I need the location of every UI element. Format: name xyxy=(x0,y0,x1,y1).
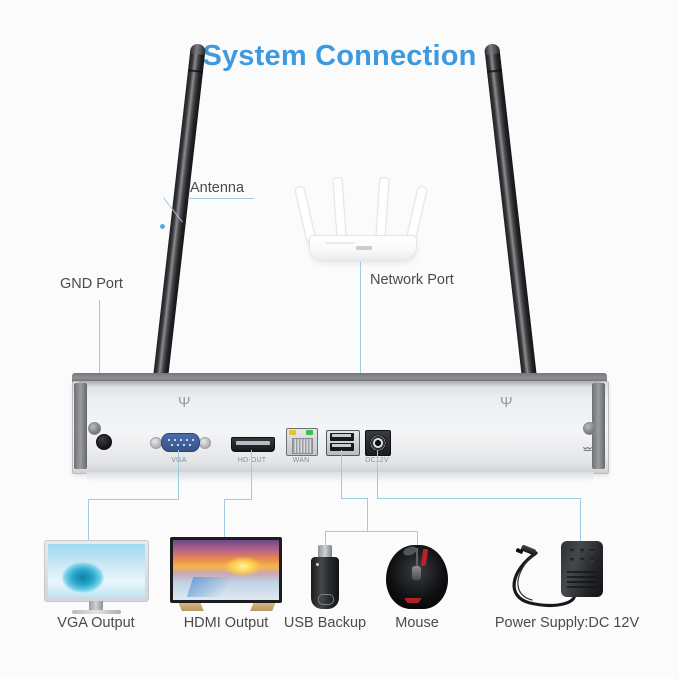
usb-drive-ring xyxy=(318,594,334,605)
usb-drive-connector xyxy=(318,545,332,558)
tv-wallpaper xyxy=(173,540,279,600)
monitor-stand-base xyxy=(72,610,121,614)
hdmi-port[interactable] xyxy=(231,437,275,452)
tv-leg-right xyxy=(250,602,276,611)
wan-port-label: WAN xyxy=(292,457,310,464)
monitor-stand-neck xyxy=(89,601,103,612)
dc-route-down xyxy=(580,498,582,542)
gnd-port-label: GND Port xyxy=(60,276,123,292)
nvr-top-panel xyxy=(72,373,607,384)
usb-route-up xyxy=(341,450,343,499)
dc-route-across xyxy=(377,498,581,500)
router-antenna-2 xyxy=(332,176,347,244)
usb-drive-led xyxy=(316,563,319,566)
mouse-scroll-wheel xyxy=(412,566,421,580)
antenna-anchor-dot xyxy=(160,224,165,229)
nvr-side-bracket-right xyxy=(592,383,605,469)
hdmi-tv xyxy=(170,537,282,603)
mouse-label: Mouse xyxy=(395,615,439,631)
antenna-symbol-left: Ψ xyxy=(178,394,191,411)
vga-output-label: VGA Output xyxy=(57,615,135,631)
adapter-cable xyxy=(512,551,576,607)
router-logo xyxy=(356,246,372,250)
antenna-label: Antenna xyxy=(190,180,245,196)
hdmi-route-up xyxy=(251,450,253,500)
hdmi-output-label: HDMI Output xyxy=(183,615,269,631)
usb-route-across xyxy=(341,498,368,500)
antenna-right xyxy=(483,43,538,388)
tv-leg-left xyxy=(178,602,204,611)
router-vent xyxy=(326,242,354,244)
vga-route-across xyxy=(88,499,179,501)
usb-branch-to-stick xyxy=(325,531,327,546)
router-antenna-3 xyxy=(375,176,390,244)
usb-branch-to-mouse xyxy=(417,531,419,546)
wan-contacts xyxy=(292,438,313,454)
usb-ports[interactable] xyxy=(326,430,360,456)
usb-route-down xyxy=(367,498,369,532)
earth-ground-symbol: ⏕ xyxy=(583,440,593,456)
vga-monitor xyxy=(44,540,149,602)
gnd-leader-line xyxy=(99,300,101,431)
antenna-leader-h xyxy=(188,198,254,200)
dc-route-up xyxy=(377,450,379,499)
hdmi-route-across xyxy=(224,499,252,501)
gnd-port-connector[interactable] xyxy=(96,434,112,450)
vga-port[interactable] xyxy=(161,433,200,452)
vga-route-down xyxy=(88,499,90,540)
network-port-label: Network Port xyxy=(370,272,454,288)
usb-slot-lower xyxy=(330,443,354,451)
usb-backup-label: USB Backup xyxy=(283,615,367,631)
network-leader-down xyxy=(360,281,362,392)
mouse-logo-accent xyxy=(404,598,422,603)
wan-led-yellow xyxy=(289,430,296,435)
router-body xyxy=(309,235,417,261)
usb-branch-bar xyxy=(325,531,418,533)
vga-screw-post-right xyxy=(199,437,211,449)
antenna-symbol-right: Ψ xyxy=(500,394,513,411)
chassis-screw-right xyxy=(583,422,596,435)
chassis-screw-left xyxy=(88,422,101,435)
nvr-side-bracket-left xyxy=(74,383,87,469)
usb-slot-upper xyxy=(330,433,354,441)
page-title: System Connection xyxy=(202,40,477,72)
mouse-button-split xyxy=(416,548,418,574)
power-supply-label: Power Supply:DC 12V xyxy=(494,615,640,631)
nvr-bevel xyxy=(78,381,601,388)
network-label-tick xyxy=(360,262,362,292)
usb-drive xyxy=(311,557,339,609)
nvr-base-shadow xyxy=(86,472,594,481)
hdmi-route-down xyxy=(224,499,226,537)
wan-port[interactable] xyxy=(286,428,318,456)
wan-led-green xyxy=(306,430,313,435)
vga-route-up xyxy=(178,450,180,500)
power-adapter xyxy=(561,541,603,597)
monitor-wallpaper xyxy=(48,544,145,598)
router-illustration xyxy=(294,175,428,270)
